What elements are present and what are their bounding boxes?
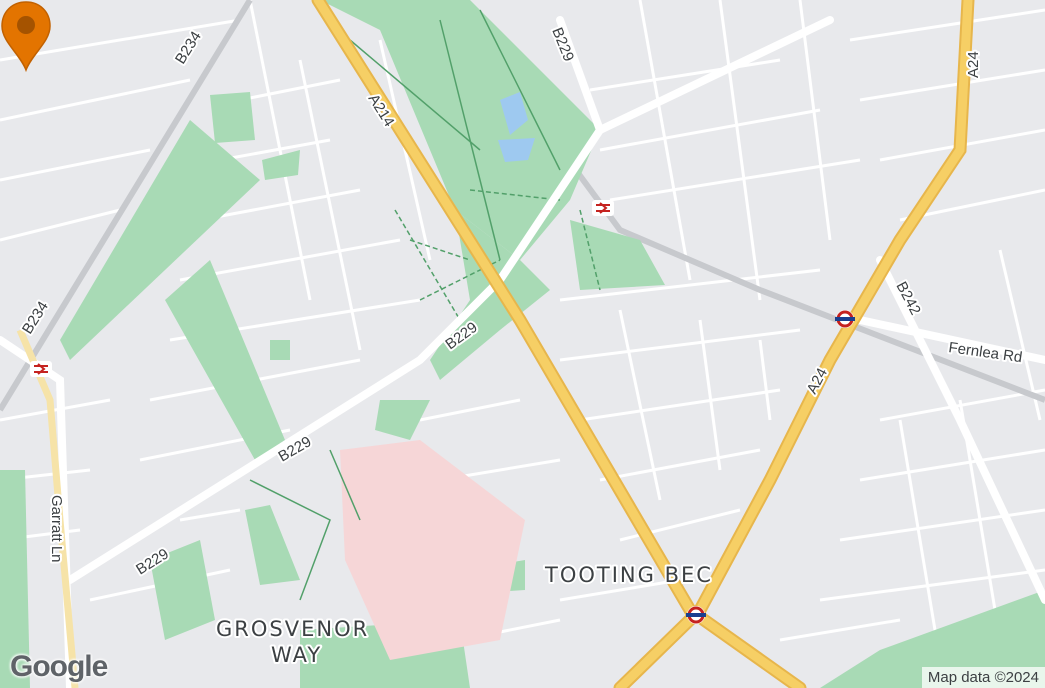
national-rail-icon[interactable]: [592, 200, 614, 216]
park-walkways: [249, 9, 561, 601]
road-label-a24-top: A24: [965, 51, 982, 78]
area-label-tooting-bec: TOOTING BEC: [544, 563, 713, 587]
national-rail-icon[interactable]: [30, 361, 52, 377]
hospital-area: [340, 440, 525, 660]
underground-roundel-icon[interactable]: [686, 606, 706, 624]
area-label-grosvenor: GROSVENOR: [216, 617, 369, 641]
area-label-way: WAY: [271, 643, 322, 667]
road-label-garratt: Garratt Ln: [48, 495, 65, 563]
map-pin-icon[interactable]: [0, 0, 52, 72]
underground-roundel-icon[interactable]: [835, 310, 855, 328]
map-attribution[interactable]: Map data ©2024: [921, 667, 1045, 688]
google-logo[interactable]: Google: [10, 650, 108, 683]
water-bodies: [498, 92, 535, 162]
minor-streets: [0, 0, 1045, 661]
